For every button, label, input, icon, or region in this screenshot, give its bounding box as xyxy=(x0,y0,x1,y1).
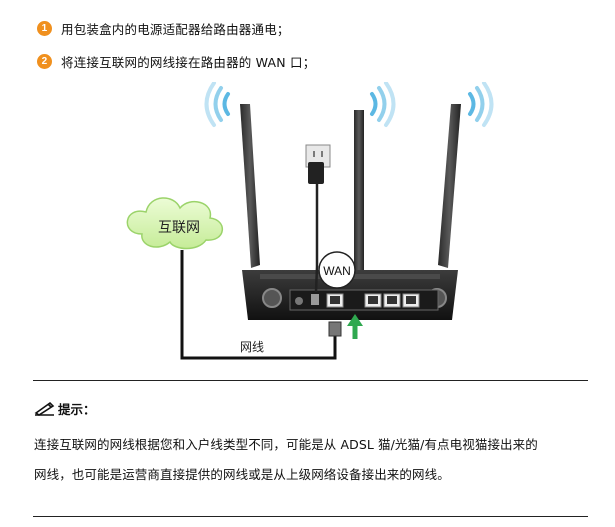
cloud-label: 互联网 xyxy=(158,220,200,236)
wifi-signal-icon xyxy=(468,82,494,127)
wifi-signal-icon xyxy=(204,82,230,127)
router-antenna xyxy=(438,104,461,268)
router-connection-illustration: 互联网 网线 WAN xyxy=(126,82,494,360)
tip-line: 网线，也可能是运营商直接提供的网线或是从上级网络设备接出来的网线。 xyxy=(34,467,450,482)
router-antenna xyxy=(354,110,364,270)
power-outlet-icon xyxy=(305,144,331,184)
divider-top xyxy=(33,380,588,381)
cable-label: 网线 xyxy=(240,340,264,354)
power-cable xyxy=(314,184,319,293)
wifi-signal-icon xyxy=(370,82,396,127)
step-text: 将连接互联网的网线接在路由器的 WAN 口； xyxy=(61,54,316,70)
network-cable xyxy=(180,250,337,360)
wan-label: WAN xyxy=(323,264,351,278)
up-arrow-icon xyxy=(347,314,363,339)
tip-title: 提示： xyxy=(58,401,96,417)
router-antenna xyxy=(240,104,260,268)
tip-heading: 提示： xyxy=(34,398,96,418)
tip-body: 连接互联网的网线根据您和入户线类型不同，可能是从 ADSL 猫/光猫/有点电视猫… xyxy=(34,430,594,490)
rj45-plug xyxy=(328,321,342,337)
step-1: 1 用包装盒内的电源适配器给路由器通电； xyxy=(37,19,290,37)
tip-line: 连接互联网的网线根据您和入户线类型不同，可能是从 ADSL 猫/光猫/有点电视猫… xyxy=(34,437,538,452)
cloud-icon xyxy=(126,197,223,250)
step-number-badge: 1 xyxy=(37,20,52,36)
pencil-note-icon xyxy=(34,401,55,416)
divider-bottom xyxy=(33,516,588,517)
step-number-badge: 2 xyxy=(37,53,52,69)
step-2: 2 将连接互联网的网线接在路由器的 WAN 口； xyxy=(37,52,315,70)
router-body xyxy=(242,270,458,320)
step-text: 用包装盒内的电源适配器给路由器通电； xyxy=(61,21,290,37)
wan-callout xyxy=(318,251,356,289)
